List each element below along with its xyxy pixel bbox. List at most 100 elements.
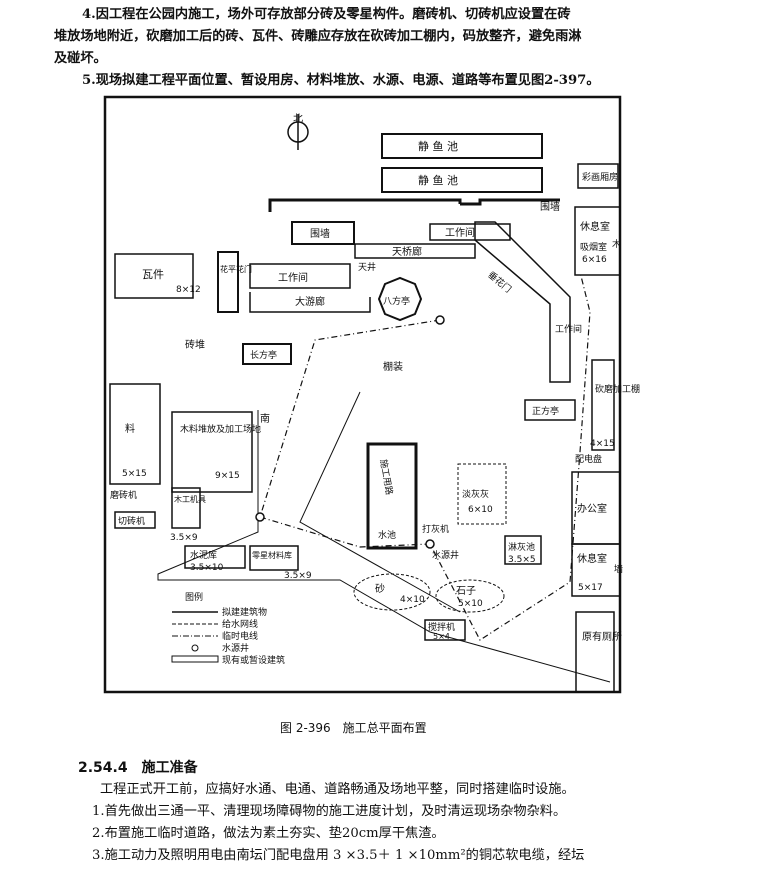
shed-label: 棚装 xyxy=(383,360,403,373)
water-well-icon xyxy=(435,315,445,325)
legend-item-3: 临时电线 xyxy=(222,630,258,642)
paragraph-5: 5.现场拟建工程平面位置、暂设用房、材料堆放、水源、电源、道路等布置见图2-39… xyxy=(82,73,600,88)
body-paragraph-3: 2.布置施工临时道路，做法为素土夯实、垫20cm厚干焦渣。 xyxy=(92,826,445,841)
tile-dim: 8×12 xyxy=(176,285,201,295)
bridge-corridor xyxy=(354,243,476,259)
brick-cutter-label: 切砖机 xyxy=(118,515,145,527)
octagon-pavilion xyxy=(377,276,423,322)
grinding-shed xyxy=(591,359,615,451)
body-paragraph-1: 工程正式开工前，应搞好水通、电通、道路畅通及场地平整，同时搭建临时设施。 xyxy=(100,782,575,797)
wood-label-right: 木 xyxy=(612,238,621,250)
gravel-dim: 5×10 xyxy=(458,599,483,609)
fish-pond-2-label: 静 鱼 池 xyxy=(418,173,458,187)
workroom-middle xyxy=(249,263,351,289)
timber-yard xyxy=(171,411,253,493)
painting-room-label: 彩画厢房 xyxy=(582,171,618,183)
sand-dim: 4×10 xyxy=(400,595,425,605)
octagon-pavilion-label: 八方亭 xyxy=(383,295,410,307)
rect-pavilion-label: 长方亭 xyxy=(250,349,277,361)
diagonal-corridor xyxy=(474,221,571,383)
paragraph-4-line2: 堆放场地附近，砍磨加工后的砖、瓦件、砖雕应存放在砍砖加工棚内，码放整齐，避免雨淋 xyxy=(54,29,582,44)
wall-box-left xyxy=(291,221,355,245)
material-dim: 5×15 xyxy=(122,469,147,479)
lime-pit xyxy=(504,535,542,565)
timber-label: 木料堆放及加工场地 xyxy=(180,423,261,435)
gravel-pile xyxy=(435,579,505,613)
gravel-label: 石子 xyxy=(456,585,476,597)
chuihua-label: 垂花门 xyxy=(485,269,513,296)
site-plan-figure: 北 静 鱼 池 静 鱼 池 彩画厢房 休息室 吸烟室 6×16 木 围墙 围墙 … xyxy=(103,95,640,694)
carpentry-dim: 3.5×9 xyxy=(170,533,198,543)
wall-top-label: 围墙 xyxy=(540,200,560,213)
lime-label: 淡灰灰 xyxy=(462,488,489,500)
cement-dim: 3.5×10 xyxy=(190,563,224,573)
wall-left-label: 围墙 xyxy=(310,227,330,240)
big-corridor-label: 大游廊 xyxy=(295,295,325,308)
legend-box xyxy=(171,655,219,663)
workroom-top xyxy=(429,223,511,241)
mortar-mixer-label: 打灰机 xyxy=(422,523,449,535)
legend-item-2: 给水网线 xyxy=(222,618,258,630)
tile-label: 瓦件 xyxy=(142,268,164,281)
smoking-room-label: 吸烟室 xyxy=(580,241,607,253)
construction-road-label: 施工用路 xyxy=(377,458,395,496)
water-well-icon-3 xyxy=(425,539,435,549)
painting-room xyxy=(577,163,619,189)
pool-label: 水池 xyxy=(378,529,396,541)
north-label: 北 xyxy=(293,113,303,125)
sand-label: 砂 xyxy=(375,582,385,595)
wall-top-left xyxy=(268,198,462,212)
rest-room-bottom-dim: 5×17 xyxy=(578,583,603,593)
timber-dim: 9×15 xyxy=(215,471,240,481)
lime-pit-label: 淋灰池 xyxy=(508,541,535,553)
brick-grinder-label: 磨砖机 xyxy=(110,489,137,501)
rest-room-top xyxy=(574,206,621,276)
mixer-dim: 5×4 xyxy=(433,632,450,641)
flower-gate xyxy=(217,251,239,313)
site-boundary xyxy=(103,95,622,694)
legend-item-1: 拟建建筑物 xyxy=(222,606,267,618)
body-paragraph-2: 1.首先做出三通一平、清理现场障碍物的施工进度计划，及时清运现场杂物杂料。 xyxy=(92,804,567,819)
wall-top-right xyxy=(460,198,560,206)
north-arrow-icon: 北 xyxy=(287,113,309,150)
body-paragraph-4: 3.施工动力及照明用电由南坛门配电盘用 3 ×3.5＋ 1 ×10mm²的铜芯软… xyxy=(92,848,585,863)
paragraph-4-line3: 及碰坏。 xyxy=(54,51,107,66)
brick-cutter xyxy=(114,511,156,529)
existing-toilet xyxy=(575,611,615,693)
water-well-label: 水源井 xyxy=(432,549,459,561)
bridge-corridor-label: 天桥廊 xyxy=(392,245,422,258)
paragraph-4-line1: 4.因工程在公园内施工，场外可存放部分砖及零星构件。磨砖机、切砖机应设置在砖 xyxy=(82,7,571,22)
carpentry-label: 木工机具 xyxy=(174,494,206,504)
fish-pond-1 xyxy=(381,133,543,159)
brick-pile-label: 砖堆 xyxy=(185,338,205,351)
legend-item-5: 现有或暂设建筑 xyxy=(222,654,285,666)
legend-title: 图例 xyxy=(185,591,203,603)
rest-room-bottom-label: 休息室 xyxy=(577,552,607,565)
legend: 图例 拟建建筑物 给水网线 临时电线 水源井 现有或暂设建筑 xyxy=(171,591,285,666)
temp-road xyxy=(157,410,611,683)
flower-gate-label: 花平花门 xyxy=(220,264,252,274)
rect-pavilion xyxy=(242,343,292,365)
material-label: 料 xyxy=(125,422,135,435)
mixer-label: 搅拌机 xyxy=(428,621,455,633)
fish-pond-1-label: 静 鱼 池 xyxy=(418,139,458,153)
legend-item-4: 水源井 xyxy=(222,642,249,654)
misc-store xyxy=(249,545,299,571)
material-yard xyxy=(109,383,161,485)
misc-dim: 3.5×9 xyxy=(284,571,312,581)
legend-well-icon xyxy=(191,644,199,652)
central-pool xyxy=(366,442,418,550)
wall-label-right: 墙 xyxy=(614,563,623,575)
misc-label: 零星材料库 xyxy=(252,550,292,560)
tile-storage xyxy=(114,253,194,299)
figure-caption: 图 2-396 施工总平面布置 xyxy=(280,721,427,735)
power-line xyxy=(259,319,441,518)
big-corridor xyxy=(249,292,371,313)
lime-dim: 6×10 xyxy=(468,505,493,515)
rest-room-label: 休息室 xyxy=(580,220,610,233)
concrete-mixer xyxy=(424,619,466,641)
well-label: 天井 xyxy=(358,261,376,273)
cement-store xyxy=(184,545,246,569)
smoking-room-dim: 6×16 xyxy=(582,255,607,265)
workroom-top-label: 工作间 xyxy=(445,226,475,239)
